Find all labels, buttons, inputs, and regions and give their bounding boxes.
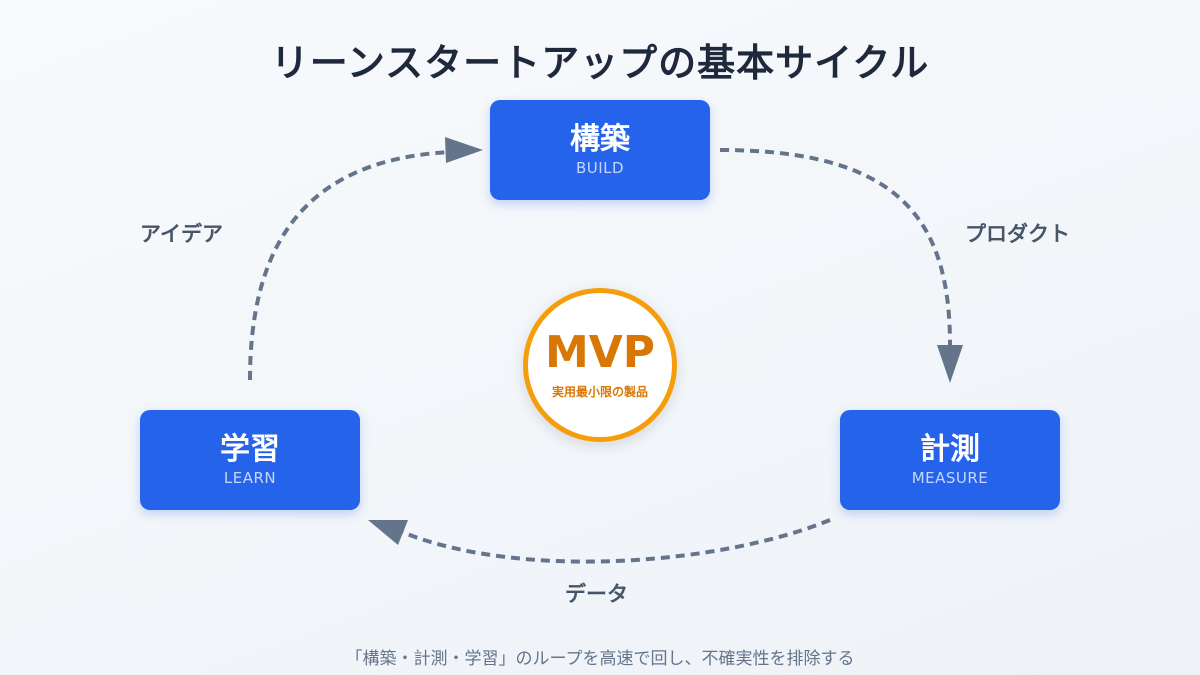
node-measure: 計測 MEASURE	[840, 410, 1060, 510]
arrowhead-measure	[937, 345, 963, 383]
edge-label-idea: アイデア	[140, 222, 223, 246]
mvp-sublabel: 実用最小限の製品	[551, 384, 648, 399]
node-measure-label: 計測	[920, 431, 980, 467]
edge-label-data: データ	[565, 582, 628, 606]
footer-caption: 「構築・計測・学習」のループを高速で回し、不確実性を排除する	[345, 649, 855, 669]
arrowhead-learn	[368, 520, 408, 545]
page-title: リーンスタートアップの基本サイクル	[270, 41, 930, 85]
node-measure-sublabel: MEASURE	[911, 469, 989, 488]
node-build-sublabel: BUILD	[575, 159, 625, 178]
arrowhead-build	[445, 137, 483, 163]
node-build-label: 構築	[570, 121, 630, 157]
arrow-learn-to-build	[248, 150, 451, 381]
arrow-build-to-measure	[719, 148, 952, 346]
node-learn-label: 学習	[220, 431, 280, 467]
node-learn: 学習 LEARN	[140, 410, 360, 510]
mvp-circle: MVP 実用最小限の製品	[523, 288, 677, 442]
node-learn-sublabel: LEARN	[223, 469, 277, 488]
edge-label-product: プロダクト	[965, 222, 1070, 246]
arrow-measure-to-learn	[401, 518, 831, 564]
node-build: 構築 BUILD	[490, 100, 710, 200]
mvp-label: MVP	[544, 327, 656, 379]
